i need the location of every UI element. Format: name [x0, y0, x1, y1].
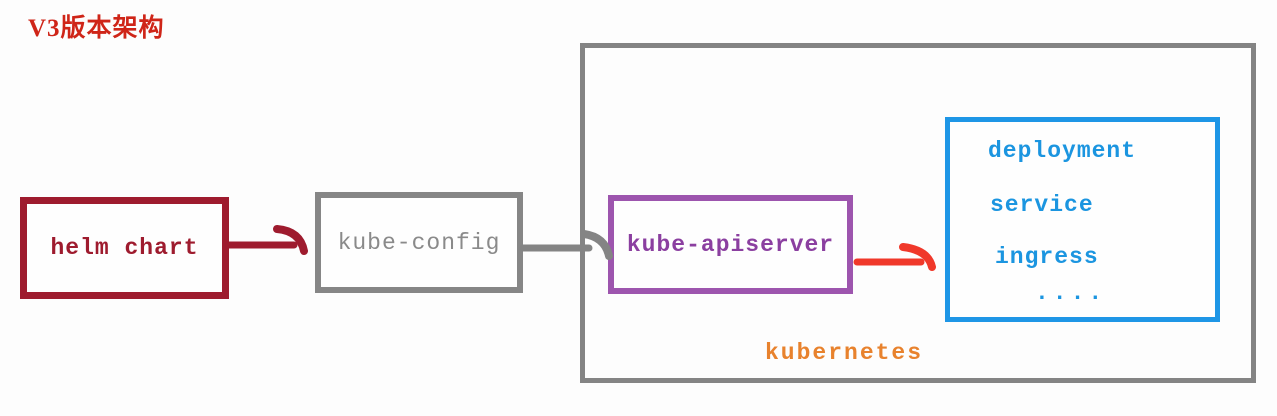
node-helm-chart: helm chart	[20, 197, 229, 299]
resource-item-deployment: deployment	[988, 138, 1137, 164]
node-kube-config-label: kube-config	[337, 229, 501, 256]
node-helm-chart-label: helm chart	[50, 235, 199, 261]
resources-box: deployment service ingress ....	[945, 117, 1220, 322]
kubernetes-cluster-box: kube-apiserver deployment service ingres…	[580, 43, 1256, 383]
node-kube-apiserver: kube-apiserver	[608, 195, 853, 294]
node-kube-config: kube-config	[315, 192, 523, 293]
resource-item-service: service	[990, 192, 1094, 218]
resource-item-ellipsis: ....	[1035, 280, 1107, 306]
kubernetes-cluster-label: kubernetes	[765, 340, 924, 366]
arrow-helm-to-kube-config	[225, 225, 308, 255]
resource-item-ingress: ingress	[995, 244, 1099, 270]
node-kube-apiserver-label: kube-apiserver	[626, 231, 835, 258]
diagram-title: V3版本架构	[28, 15, 165, 42]
